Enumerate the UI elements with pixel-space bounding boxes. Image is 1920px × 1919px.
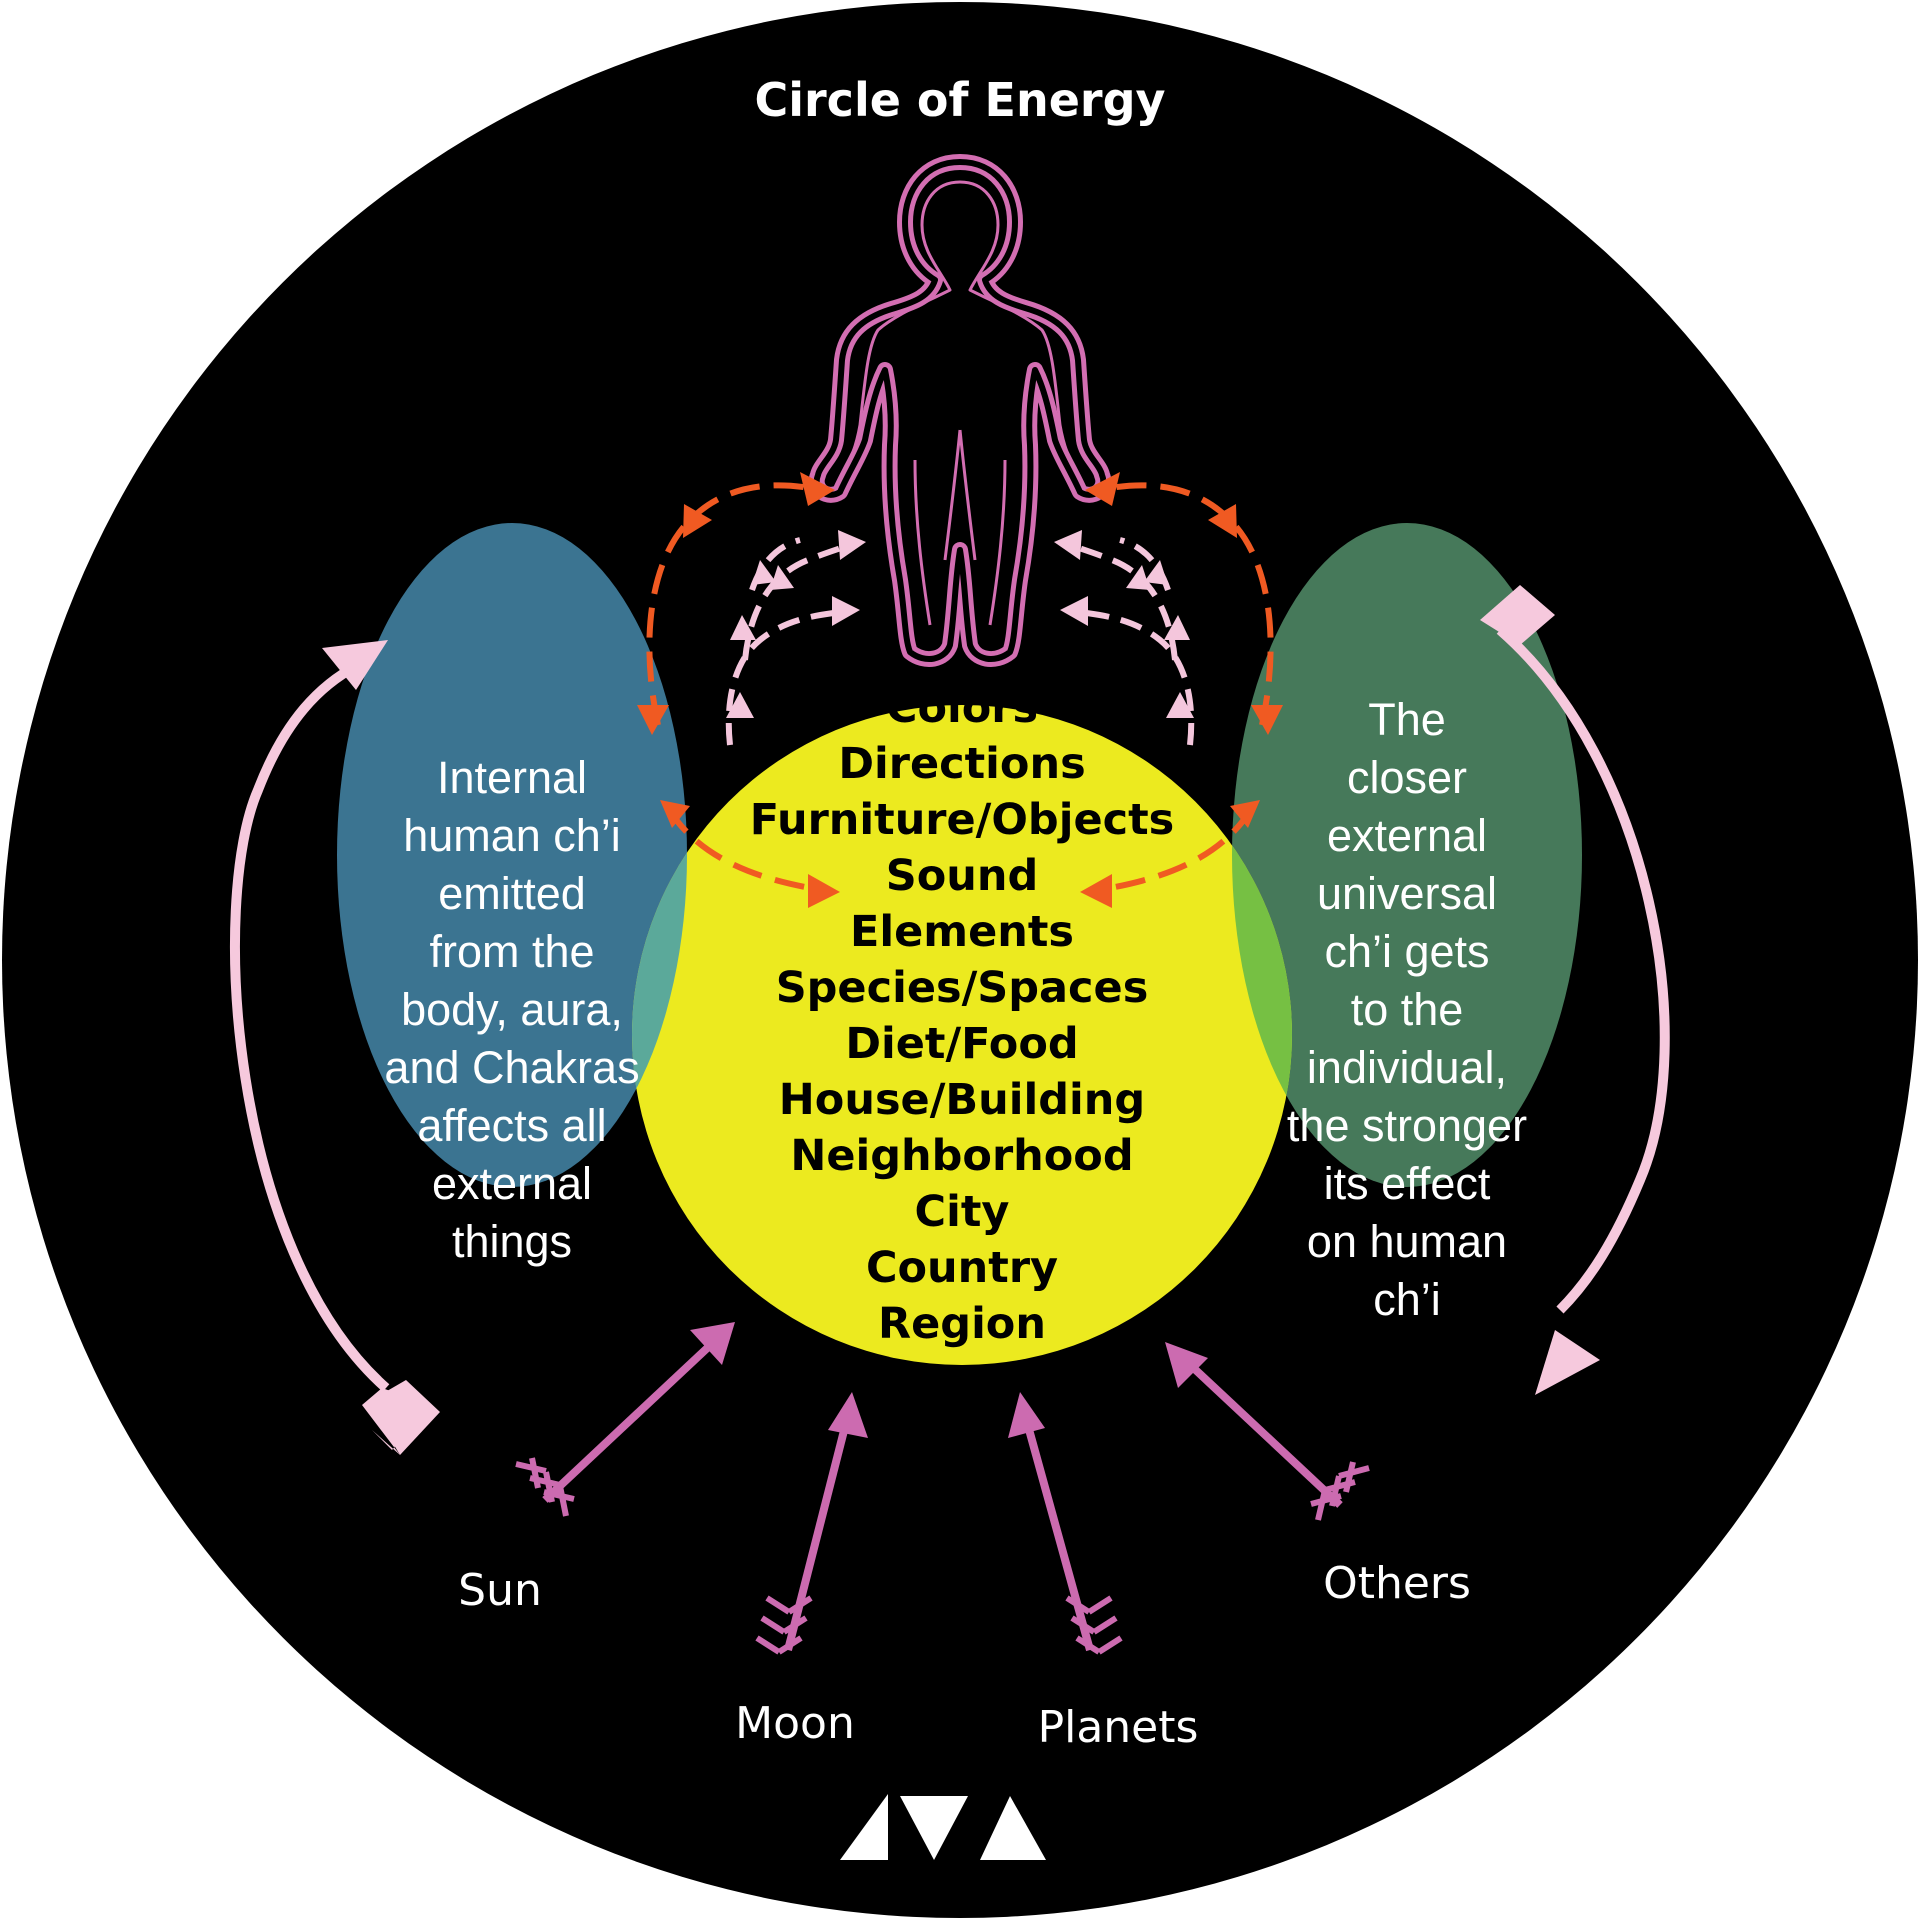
left-text-line: and Chakras [384, 1042, 639, 1093]
pink-arrowheads-left [726, 530, 866, 718]
left-text-line: things [452, 1216, 572, 1267]
center-item: Country [866, 1243, 1058, 1293]
left-text-line: from the [429, 926, 594, 977]
others-label: Others [1323, 1558, 1471, 1609]
left-text-line: emitted [438, 868, 586, 919]
right-cycle-arrow [1480, 585, 1670, 1395]
center-item: Diet/Food [845, 1019, 1078, 1069]
orange-arrowheads-left [637, 472, 840, 908]
external-chi-ellipse [1232, 523, 1582, 1187]
center-item: Directions [838, 739, 1085, 789]
right-ellipse-text: The closer external universal ch’i gets … [1287, 694, 1527, 1325]
center-item: Elements [850, 907, 1074, 957]
orange-arrowheads-right [1080, 472, 1283, 908]
center-items: Colors Directions Furniture/Objects Soun… [750, 683, 1175, 1349]
center-item: House/Building [779, 1075, 1145, 1125]
diagram-title: Circle of Energy [754, 73, 1165, 127]
internal-chi-ellipse [337, 523, 687, 1187]
right-text-line: the stronger [1287, 1100, 1527, 1151]
right-text-line: individual, [1307, 1042, 1507, 1093]
moon-arrow [755, 1392, 868, 1655]
right-text-line: closer [1347, 752, 1467, 803]
right-text-line: ch’i gets [1324, 926, 1489, 977]
right-text-line: universal [1317, 868, 1497, 919]
center-item: Neighborhood [790, 1131, 1133, 1181]
sun-label: Sun [458, 1565, 542, 1616]
left-text-line: affects all [417, 1100, 606, 1151]
human-figure-icon [808, 154, 1112, 667]
center-item: Furniture/Objects [750, 795, 1175, 845]
sun-arrow [515, 1322, 735, 1517]
right-text-line: to the [1351, 984, 1464, 1035]
center-circle [632, 705, 1292, 1365]
right-text-line: its effect [1324, 1158, 1491, 1209]
orange-arrows-left [646, 482, 823, 893]
planets-label: Planets [1038, 1702, 1199, 1753]
center-item: Region [878, 1299, 1046, 1349]
left-text-line: body, aura, [401, 984, 623, 1035]
planets-arrow [1008, 1392, 1123, 1655]
center-item: Sound [886, 851, 1039, 901]
center-item: Colors [886, 683, 1038, 733]
left-ellipse-text: Internal human ch’i emitted from the bod… [384, 752, 639, 1267]
orange-arrows-right [1097, 482, 1274, 893]
center-item: Species/Spaces [776, 963, 1149, 1013]
left-text-line: external [432, 1158, 592, 1209]
left-text-line: Internal [437, 752, 587, 803]
others-arrow [1165, 1342, 1370, 1521]
moon-label: Moon [735, 1698, 855, 1749]
right-text-line: The [1368, 694, 1446, 745]
right-text-line: ch’i [1373, 1274, 1441, 1325]
left-text-line: human ch’i [403, 810, 621, 861]
center-item: City [915, 1187, 1010, 1237]
right-text-line: on human [1307, 1216, 1507, 1267]
logo-triangles-icon [840, 1794, 1046, 1860]
pink-arrowheads-right [1054, 530, 1194, 718]
right-text-line: external [1327, 810, 1487, 861]
left-cycle-arrow [230, 640, 440, 1455]
